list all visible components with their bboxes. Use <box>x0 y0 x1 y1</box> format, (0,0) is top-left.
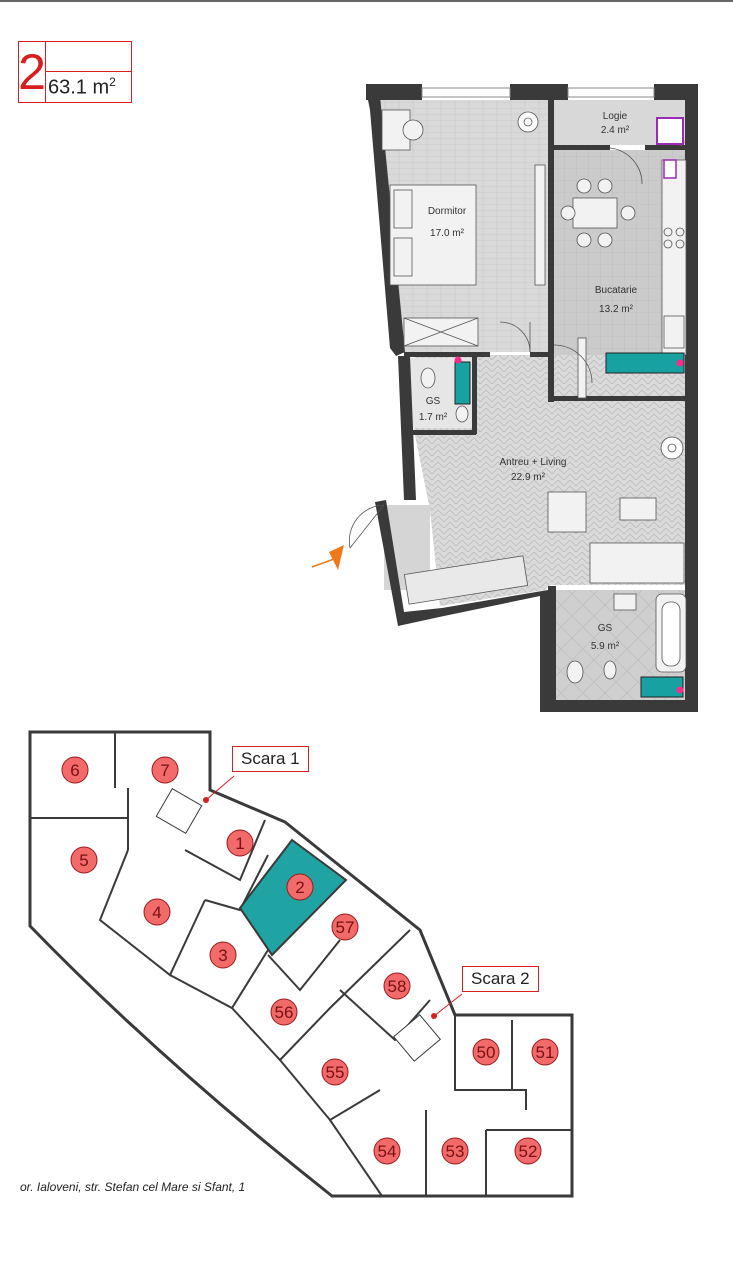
apt-marker-1: 1 <box>226 829 254 857</box>
windows <box>421 87 655 98</box>
svg-text:52: 52 <box>519 1142 538 1161</box>
svg-text:51: 51 <box>536 1043 555 1062</box>
stair-1-leader <box>205 775 235 801</box>
apt-marker-4: 4 <box>143 898 171 926</box>
svg-text:58: 58 <box>388 977 407 996</box>
radiators <box>454 352 685 698</box>
svg-text:55: 55 <box>326 1063 345 1082</box>
stair-icons <box>155 787 442 1062</box>
apt-marker-3: 3 <box>209 941 237 969</box>
apt-marker-5: 5 <box>70 846 98 874</box>
boiler-pipe <box>663 159 677 179</box>
apt-marker-57: 57 <box>331 913 359 941</box>
svg-text:56: 56 <box>275 1003 294 1022</box>
svg-text:3: 3 <box>218 946 227 965</box>
apartment-area: 63.1 m2 <box>48 75 116 99</box>
room-living-name: Antreu + Living <box>500 457 567 468</box>
entrance-arrow-icon <box>329 545 344 570</box>
building-site-plan: 6 7 5 1 4 2 3 57 58 56 50 51 55 54 53 52 <box>28 730 574 1198</box>
apt-marker-50: 50 <box>472 1038 500 1066</box>
room-gs-small-name: GS <box>426 396 441 407</box>
room-living-area: 22.9 m² <box>511 472 546 483</box>
badge-area-cell <box>45 71 132 103</box>
plant-icons <box>517 111 684 460</box>
apt-marker-7: 7 <box>151 756 179 784</box>
apartment-floor-plan: Logie 2.4 m² Dormitor 17.0 m² Bucatarie … <box>311 84 698 712</box>
svg-text:53: 53 <box>446 1142 465 1161</box>
room-bucatarie-name: Bucatarie <box>595 285 638 296</box>
svg-text:2: 2 <box>295 878 304 897</box>
apt-marker-51: 51 <box>531 1038 559 1066</box>
room-logie-name: Logie <box>603 111 628 122</box>
top-rule <box>0 0 733 2</box>
room-logie-area: 2.4 m² <box>601 125 630 136</box>
svg-text:54: 54 <box>378 1142 397 1161</box>
apt-marker-54: 54 <box>373 1137 401 1165</box>
room-dormitor-name: Dormitor <box>428 206 467 217</box>
site-partitions <box>30 732 572 1197</box>
exterior-walls <box>366 84 698 712</box>
stair-2-leader <box>433 993 463 1017</box>
site-apartment-markers: 6 7 5 1 4 2 3 57 58 56 50 51 55 54 53 52 <box>61 756 559 1165</box>
svg-text:7: 7 <box>160 761 169 780</box>
door-swings <box>348 147 643 549</box>
apartment-number: 2 <box>18 44 46 100</box>
boiler-icon <box>656 117 684 145</box>
apt-marker-6: 6 <box>61 756 89 784</box>
svg-text:50: 50 <box>477 1043 496 1062</box>
room-gs-large-area: 5.9 m² <box>591 641 620 652</box>
svg-text:5: 5 <box>79 851 88 870</box>
apt-marker-58: 58 <box>383 972 411 1000</box>
svg-text:4: 4 <box>152 903 161 922</box>
apt-marker-53: 53 <box>441 1137 469 1165</box>
furniture <box>381 109 687 684</box>
apt-marker-56: 56 <box>270 998 298 1026</box>
entrance-arrow-tail <box>311 558 335 568</box>
svg-text:1: 1 <box>235 834 244 853</box>
stair-1-label: Scara 1 <box>232 746 309 772</box>
interior-walls <box>404 100 687 704</box>
room-bucatarie-area: 13.2 m² <box>599 304 634 315</box>
room-dormitor-area: 17.0 m² <box>430 228 465 239</box>
apt-marker-55: 55 <box>321 1058 349 1086</box>
apartment-badge: 2 63.1 m2 <box>18 41 132 103</box>
room-gs-small-area: 1.7 m² <box>419 412 448 423</box>
svg-text:57: 57 <box>336 918 355 937</box>
stair-2-label: Scara 2 <box>462 966 539 992</box>
address-text: or. Ialoveni, str. Stefan cel Mare si Sf… <box>20 1180 246 1194</box>
room-gs-large-name: GS <box>598 623 613 634</box>
site-walls <box>28 730 574 1198</box>
svg-text:6: 6 <box>70 761 79 780</box>
apt-marker-52: 52 <box>514 1137 542 1165</box>
apt-marker-2: 2 <box>286 873 314 901</box>
